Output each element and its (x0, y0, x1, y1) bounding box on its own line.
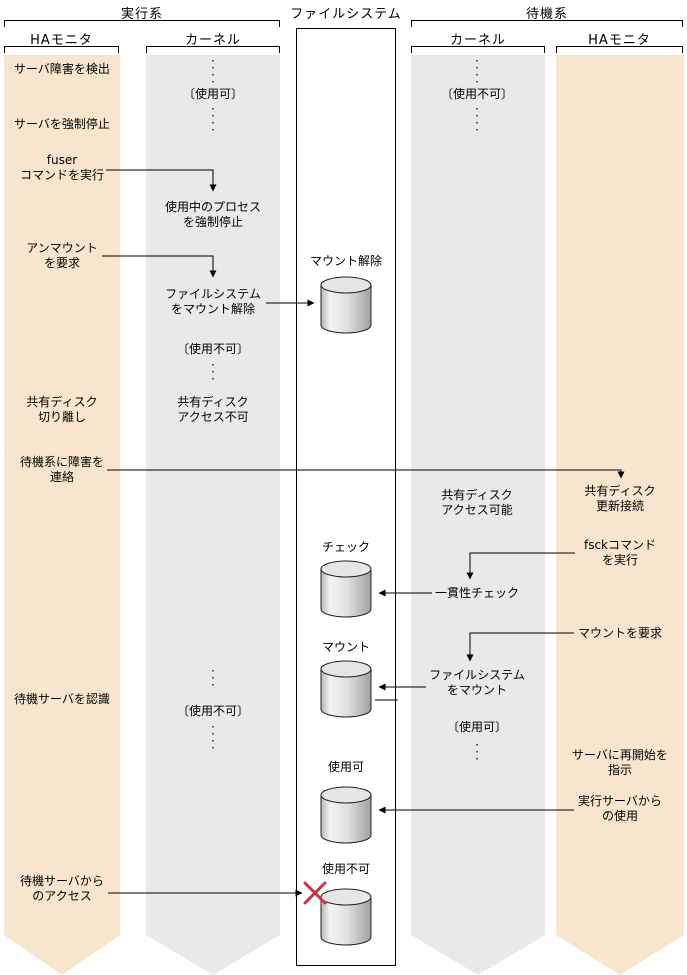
fs-state-mount: マウント (321, 640, 370, 654)
exec-ha-bracket (4, 46, 119, 53)
step-exec-server-use: 実行サーバから の使用 (578, 794, 662, 823)
step-disk-update-connect: 共有ディスク 更新接続 (584, 484, 656, 513)
state-disk-access-ok: 共有ディスク アクセス可能 (441, 488, 513, 517)
standby-kernel-header: カーネル (449, 33, 506, 48)
state-usable: 〔使用可〕 (446, 720, 507, 734)
disk-cylinder-mount (320, 660, 372, 718)
standby-ha-bracket (556, 46, 683, 53)
continuity-dots: · · · (475, 738, 479, 766)
disk-cylinder-usable (320, 786, 372, 844)
step-standby-access: 待機サーバから のアクセス (20, 874, 104, 903)
step-consistency-check: 一貫性チェック (434, 586, 519, 600)
step-unmount-request: アンマウント を要求 (26, 241, 98, 270)
continuity-dots: · · · · (211, 102, 215, 137)
fs-state-unusable: 使用不可 (321, 862, 370, 876)
standby-ha-column (556, 55, 684, 975)
continuity-dots: · · · · (475, 102, 479, 137)
step-recognize-standby: 待機サーバを認識 (14, 692, 110, 706)
standby-ha-header: HAモニタ (588, 33, 651, 48)
filesystem-label: ファイルシステム (290, 7, 402, 22)
step-mount-request: マウントを要求 (577, 626, 662, 640)
fs-state-unmount: マウント解除 (309, 254, 382, 268)
step-fuser-command: fuser コマンドを実行 (19, 153, 104, 182)
fs-state-usable: 使用可 (327, 760, 364, 774)
disk-cylinder-unmount (320, 276, 372, 334)
standby-kernel-column (411, 55, 545, 975)
step-fs-mount: ファイルシステム をマウント (429, 668, 525, 697)
standby-system-label: 待機系 (525, 7, 568, 22)
step-notify-standby: 待機系に障害を 連絡 (19, 455, 104, 484)
exec-ha-header: HAモニタ (30, 33, 93, 48)
fs-state-check: チェック (321, 540, 370, 554)
step-detect-failure: サーバ障害を検出 (14, 62, 110, 76)
exec-kernel-header: カーネル (184, 33, 241, 48)
disk-cylinder-check (320, 560, 372, 618)
step-fs-unmount: ファイルシステム をマウント解除 (165, 287, 261, 316)
standby-system-bracket (411, 20, 683, 27)
state-unusable: 〔使用不可〕 (176, 704, 249, 718)
exec-system-label: 実行系 (120, 7, 163, 22)
continuity-dots: · · · (211, 664, 215, 692)
step-process-force-stop: 使用中のプロセス を強制停止 (164, 200, 261, 229)
step-restart-instruct: サーバに再開始を 指示 (572, 748, 668, 777)
exec-ha-column (4, 55, 120, 975)
standby-kernel-bracket (411, 46, 545, 53)
state-usable: 〔使用可〕 (182, 87, 243, 101)
step-force-stop: サーバを強制停止 (14, 117, 110, 131)
continuity-dots: · · · (211, 358, 215, 386)
state-disk-no-access: 共有ディスク アクセス不可 (177, 395, 249, 424)
continuity-dots: · · · · (475, 54, 479, 89)
continuity-dots: · · · · (211, 720, 215, 755)
disk-cylinder-unusable (320, 888, 372, 946)
exec-kernel-bracket (146, 46, 280, 53)
exec-system-bracket (4, 20, 280, 27)
step-fsck-command: fsckコマンド を実行 (583, 538, 657, 567)
state-unusable: 〔使用不可〕 (440, 87, 513, 101)
state-unusable: 〔使用不可〕 (176, 342, 249, 356)
continuity-dots: · · · · (211, 54, 215, 89)
exec-kernel-column (146, 55, 280, 975)
step-disk-detach: 共有ディスク 切り離し (26, 395, 98, 424)
